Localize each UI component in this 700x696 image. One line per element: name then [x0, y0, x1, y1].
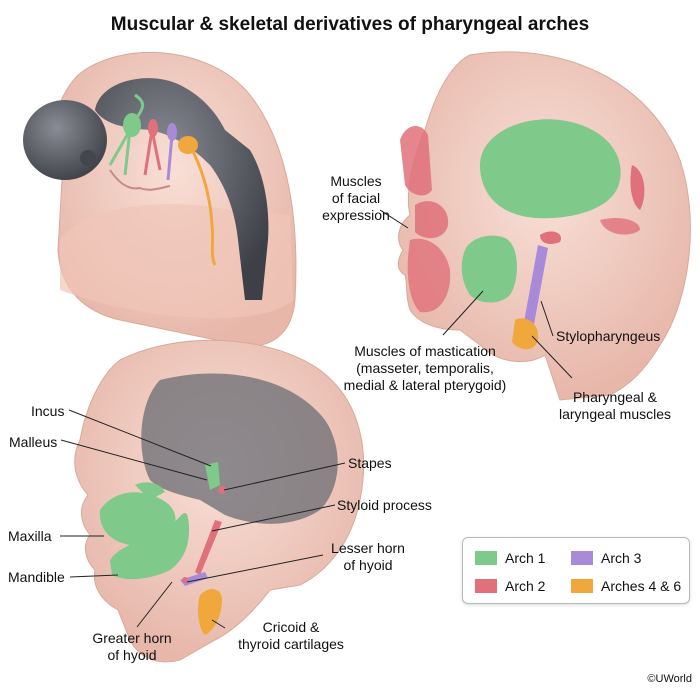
label-mandible: Mandible	[8, 569, 65, 585]
legend-item-arch-1: Arch 1	[475, 550, 545, 566]
legend-swatch	[571, 551, 593, 565]
embryo-illustration	[23, 52, 297, 347]
label-facial-expression: Muscles of facial expression	[322, 173, 390, 223]
legend-swatch	[475, 579, 497, 593]
label-cricoid-thyroid: Cricoid & thyroid cartilages	[238, 619, 344, 652]
label-mastication: Muscles of mastication (masseter, tempor…	[343, 343, 507, 393]
label-lesser-horn-hyoid: Lesser horn of hyoid	[331, 540, 405, 573]
legend-item-arch-2: Arch 2	[475, 578, 545, 594]
label-styloid-process: Styloid process	[337, 497, 432, 513]
copyright-text: ©UWorld	[647, 673, 692, 685]
label-maxilla: Maxilla	[8, 528, 52, 544]
legend: Arch 1 Arch 3 Arch 2 Arches 4 & 6	[462, 537, 690, 604]
label-stylopharyngeus: Stylopharyngeus	[556, 328, 661, 344]
legend-item-arch-3: Arch 3	[571, 550, 641, 566]
label-malleus: Malleus	[9, 434, 58, 450]
head-muscles-illustration	[397, 51, 691, 401]
label-pharyngeal-laryngeal: Pharyngeal & laryngeal muscles	[558, 389, 672, 422]
label-incus: Incus	[31, 403, 65, 419]
head-skeleton-illustration	[74, 339, 365, 663]
legend-swatch	[475, 551, 497, 565]
legend-swatch	[571, 579, 593, 593]
pointer-lines	[60, 209, 573, 629]
legend-item-arches-4-6: Arches 4 & 6	[571, 578, 681, 594]
label-stapes: Stapes	[348, 455, 392, 471]
diagram-title: Muscular & skeletal derivatives of phary…	[110, 14, 590, 35]
label-greater-horn-hyoid: Greater horn of hyoid	[92, 630, 172, 663]
